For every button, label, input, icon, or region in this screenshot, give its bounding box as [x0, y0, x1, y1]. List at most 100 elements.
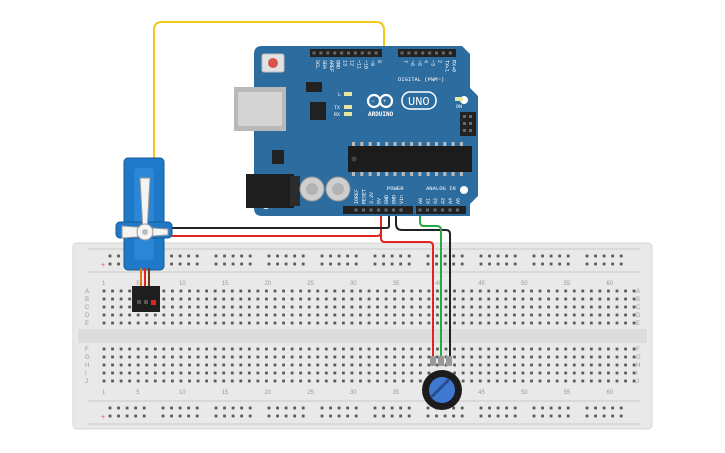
header-pin[interactable] [354, 208, 358, 212]
breadboard-hole [478, 305, 482, 309]
breadboard-hole [530, 297, 533, 301]
header-pin[interactable] [333, 51, 337, 55]
breadboard-hole [444, 289, 448, 293]
header-pin[interactable] [421, 51, 425, 55]
header-pin[interactable] [384, 208, 388, 212]
header-pin[interactable] [456, 208, 459, 212]
pot-gnd-wire[interactable] [395, 212, 451, 358]
breadboard-hole [188, 289, 191, 293]
power-analog-header[interactable] [343, 206, 466, 214]
header-pin[interactable] [414, 51, 418, 55]
header-pin[interactable] [441, 208, 444, 212]
breadboard[interactable]: 1155101015152020252530303535404045455050… [72, 242, 653, 430]
breadboard-hole [282, 379, 285, 383]
svg-text:−: − [371, 98, 375, 105]
breadboard-hole [495, 313, 499, 317]
breadboard-hole [108, 262, 112, 266]
breadboard-hole [359, 297, 362, 301]
breadboard-hole [128, 371, 132, 375]
breadboard-hole [205, 363, 208, 367]
header-pin[interactable] [392, 208, 395, 212]
breadboard-hole [307, 321, 311, 325]
header-pin[interactable] [426, 208, 429, 212]
pot-5v-wire[interactable] [380, 232, 434, 358]
breadboard-hole [426, 406, 430, 410]
breadboard-hole [179, 321, 183, 325]
header-pin[interactable] [418, 208, 422, 212]
row-letter: D [85, 313, 90, 319]
header-pin[interactable] [428, 51, 432, 55]
reset-button[interactable] [261, 53, 285, 73]
header-pin[interactable] [441, 51, 445, 55]
breadboard-hole [248, 414, 252, 418]
header-pin[interactable] [360, 51, 364, 55]
header-pin[interactable] [377, 208, 380, 212]
breadboard-hole [307, 289, 311, 293]
breadboard-hole [521, 297, 525, 301]
breadboard-hole [125, 414, 129, 418]
header-pin[interactable] [326, 51, 330, 55]
pin-label: RESET [362, 189, 368, 204]
breadboard-hole [632, 355, 636, 359]
header-pin[interactable] [407, 51, 411, 55]
digital-header[interactable] [310, 49, 456, 57]
breadboard-hole [495, 363, 499, 367]
header-pin[interactable] [433, 208, 437, 212]
header-pin[interactable] [312, 51, 316, 55]
breadboard-hole [136, 371, 140, 375]
header-pin[interactable] [374, 51, 378, 55]
column-number: 45 [478, 281, 485, 287]
breadboard-hole [136, 379, 140, 383]
pin-label: A3 [441, 198, 447, 204]
breadboard-hole [195, 262, 199, 266]
breadboard-hole [128, 289, 132, 293]
breadboard-hole [350, 379, 354, 383]
header-pin[interactable] [319, 51, 323, 55]
breadboard-hole [418, 355, 422, 359]
header-pin[interactable] [367, 51, 371, 55]
breadboard-hole [256, 355, 260, 359]
breadboard-hole [265, 289, 268, 293]
breadboard-hole [256, 289, 260, 293]
gnd-wire[interactable] [147, 212, 390, 260]
potentiometer-icon[interactable] [422, 356, 462, 410]
header-pin[interactable] [347, 51, 350, 55]
breadboard-hole [594, 262, 597, 266]
breadboard-hole [230, 297, 234, 301]
breadboard-hole [376, 347, 379, 351]
breadboard-hole [320, 254, 324, 258]
breadboard-hole [376, 305, 379, 309]
pin-label: 7 [402, 60, 408, 63]
header-pin[interactable] [448, 208, 452, 212]
pot-wiper-wire[interactable] [419, 212, 442, 358]
breadboard-hole [196, 297, 200, 301]
header-pin[interactable] [435, 51, 438, 55]
breadboard-hole [265, 321, 268, 325]
breadboard-hole [119, 321, 123, 325]
header-pin[interactable] [448, 51, 452, 55]
breadboard-hole [453, 297, 456, 301]
breadboard-hole [461, 321, 465, 325]
header-pin[interactable] [400, 51, 404, 55]
header-pin[interactable] [362, 208, 365, 212]
signal-wire[interactable] [153, 21, 385, 175]
header-pin[interactable] [399, 208, 403, 212]
header-pin[interactable] [340, 51, 344, 55]
breadboard-hole [153, 363, 157, 367]
header-pin[interactable] [353, 51, 357, 55]
breadboard-hole [564, 347, 568, 351]
breadboard-hole [205, 305, 208, 309]
breadboard-hole [128, 313, 132, 317]
breadboard-hole [102, 313, 106, 317]
breadboard-hole [487, 321, 491, 325]
breadboard-hole [316, 297, 320, 301]
breadboard-hole [196, 321, 200, 325]
breadboard-hole [572, 379, 576, 383]
breadboard-hole [282, 321, 285, 325]
breadboard-hole [530, 289, 533, 293]
breadboard-hole [384, 305, 388, 309]
breadboard-hole [589, 305, 593, 309]
breadboard-hole [382, 414, 385, 418]
header-pin[interactable] [369, 208, 373, 212]
